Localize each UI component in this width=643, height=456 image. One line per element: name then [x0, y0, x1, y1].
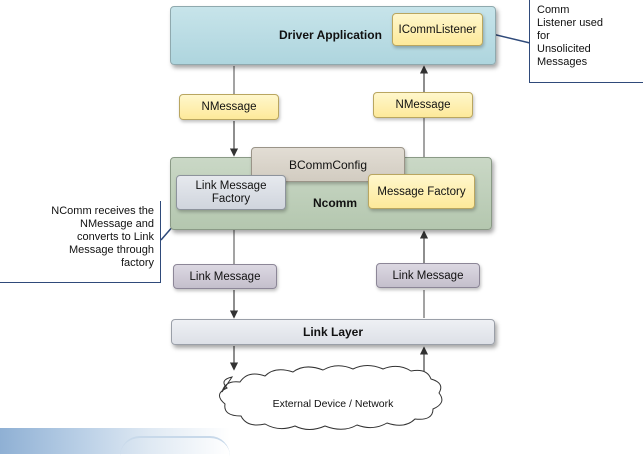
nmessage-left-box: NMessage — [179, 94, 279, 120]
callout-line: for — [537, 30, 550, 42]
driver-application-title: Driver Application — [279, 28, 382, 42]
callout-line: Message through — [69, 244, 154, 256]
link-message-right-box: Link Message — [376, 263, 480, 288]
callout-line: Messages — [537, 56, 588, 68]
lmf-line: Link Message — [195, 179, 267, 192]
listener-callout: Comm Listener used for Unsolicited Messa… — [529, 0, 643, 83]
callout-line: factory — [120, 257, 154, 269]
network-cloud — [219, 365, 443, 430]
decorative-swoosh — [0, 428, 230, 454]
ncomm-callout: NComm receives the NMessage and converts… — [0, 201, 161, 283]
callout-line: Comm — [537, 4, 570, 16]
link-message-left-box: Link Message — [173, 264, 277, 289]
callout-line: NComm receives the — [51, 205, 154, 217]
link-layer-box: Link Layer — [171, 319, 495, 345]
icomm-listener-box: ICommListener — [392, 13, 483, 46]
callout-line: NMessage and — [80, 218, 154, 230]
link-message-factory-box: Link Message Factory — [176, 175, 286, 210]
cloud-label: External Device / Network — [272, 398, 394, 410]
callout-line: Listener used — [537, 17, 604, 29]
lmf-line: Factory — [211, 192, 251, 205]
ncomm-title: Ncomm — [313, 196, 358, 210]
callout-line: converts to Link — [76, 231, 154, 243]
callout-line: Unsolicited — [537, 43, 591, 55]
message-factory-box: Message Factory — [368, 174, 475, 209]
nmessage-right-box: NMessage — [373, 92, 473, 118]
